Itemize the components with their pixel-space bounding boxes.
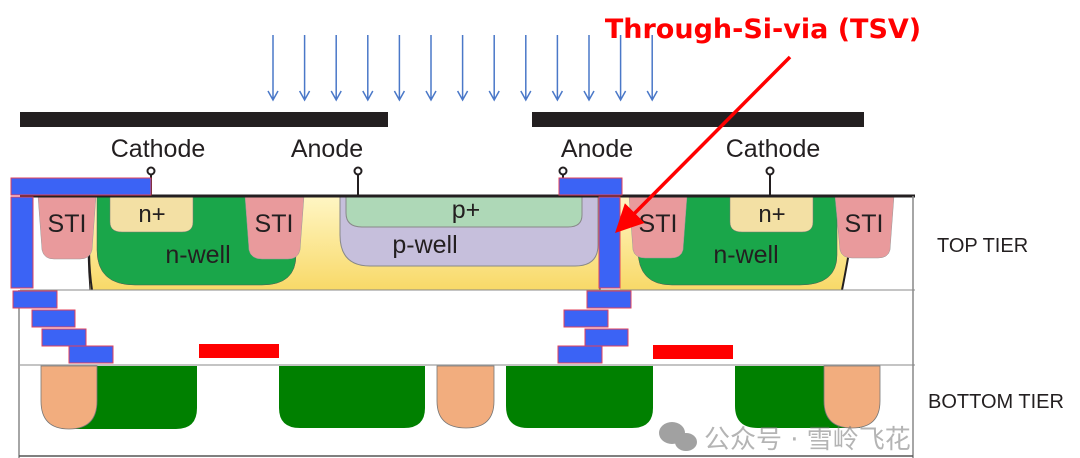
n-plus-label: n+ [758,201,785,228]
sti-label: STI [845,210,884,238]
n-plus-label: n+ [138,201,165,228]
light-arrow-icon [298,35,311,102]
red-metal-right [653,345,733,359]
sti-4 [834,195,895,259]
label-left-anode: Anode [291,135,363,163]
sti-1 [37,195,97,260]
p-well-label: p-well [392,231,457,259]
bottom-contact-1 [40,365,98,430]
label-left-cathode: Cathode [111,135,206,163]
light-arrow-icon [520,35,532,102]
light-arrow-icon [646,35,658,102]
n-well-label: n-well [165,241,230,269]
watermark-text: 公众号 · 雪岭飞花 [704,425,911,455]
n-plus-right [729,195,814,233]
bottom-tier-label: BOTTOM TIER [928,391,1064,413]
light-arrow-icon [362,35,374,102]
terminal-pins [146,166,775,195]
light-arrow-icon [551,35,564,102]
bottom-contact-3 [823,365,881,429]
p-plus-label: p+ [452,196,481,224]
n-plus-left [109,195,194,233]
watermark: 公众号 · 雪岭飞花 [659,422,911,455]
bottom-well-1 [69,366,197,429]
sti-label: STI [255,210,294,238]
right-light-shield [532,112,864,127]
light-arrow-icon [267,35,279,102]
left-light-shield [20,112,388,127]
light-arrow-icon [583,35,595,102]
p-plus [345,195,583,228]
bottom-well-2 [279,366,425,428]
light-arrow-icon [330,35,342,102]
light-arrow-icon [614,35,627,102]
light-arrow-icon [456,35,469,102]
label-right-cathode: Cathode [726,135,821,163]
sti-label: STI [48,210,87,238]
tsv-annotation-title: Through-Si-via (TSV) [605,14,921,45]
red-metal-left [199,344,279,358]
n-well-label: n-well [713,241,778,269]
sti-label: STI [639,210,678,238]
light-arrow-icon [488,35,500,102]
bottom-well-3 [506,366,653,428]
wechat-icon [659,422,697,451]
bottom-contact-2 [436,365,495,429]
label-right-anode: Anode [561,135,633,163]
sti-2 [244,195,305,260]
tsv-right [557,177,632,364]
incident-light-arrows [267,35,658,102]
tsv-annotation-arrow [615,55,792,233]
light-arrow-icon [393,35,406,102]
bottom-tier [40,365,881,430]
tsv-left [10,177,152,364]
top-tier-label: TOP TIER [937,235,1028,257]
light-arrow-icon [425,35,437,102]
